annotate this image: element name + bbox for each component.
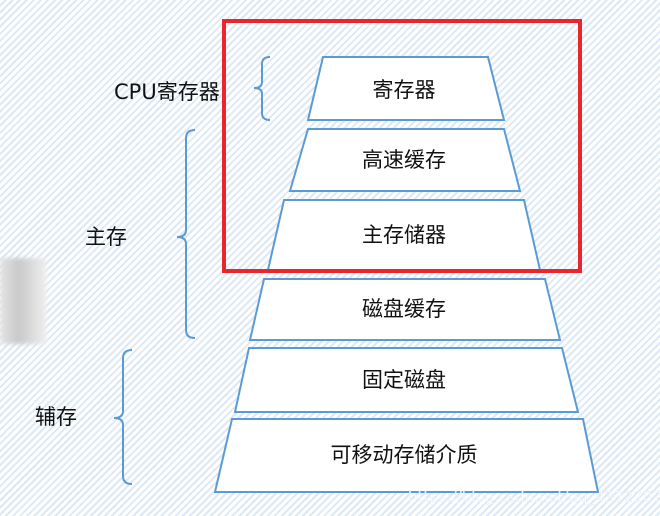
blurred-region	[0, 258, 46, 344]
group-label-aux: 辅存	[35, 405, 77, 429]
level-label: 可移动存储介质	[331, 443, 478, 467]
level-label: 主存储器	[362, 223, 446, 247]
level-label: 固定磁盘	[362, 368, 446, 392]
level-label: 高速缓存	[362, 148, 446, 172]
bracket-cpu	[253, 56, 271, 121]
level-fixed-disk: 固定磁盘	[233, 347, 580, 413]
level-main-memory: 主存储器	[266, 199, 542, 271]
level-removable-storage: 可移动存储介质	[213, 418, 600, 493]
group-label-main: 主存	[85, 225, 127, 249]
level-registers: 寄存器	[306, 56, 506, 121]
group-label-cpu: CPU寄存器	[114, 80, 220, 104]
highlight-box	[222, 19, 582, 273]
watermark: https://blog.csdn.net/qq_43722079	[408, 488, 660, 507]
level-disk-cache: 磁盘缓存	[248, 278, 562, 341]
level-label: 寄存器	[373, 78, 436, 102]
bracket-aux	[113, 349, 133, 485]
level-cache: 高速缓存	[288, 128, 522, 192]
bracket-main	[176, 129, 196, 339]
level-label: 磁盘缓存	[362, 297, 446, 321]
